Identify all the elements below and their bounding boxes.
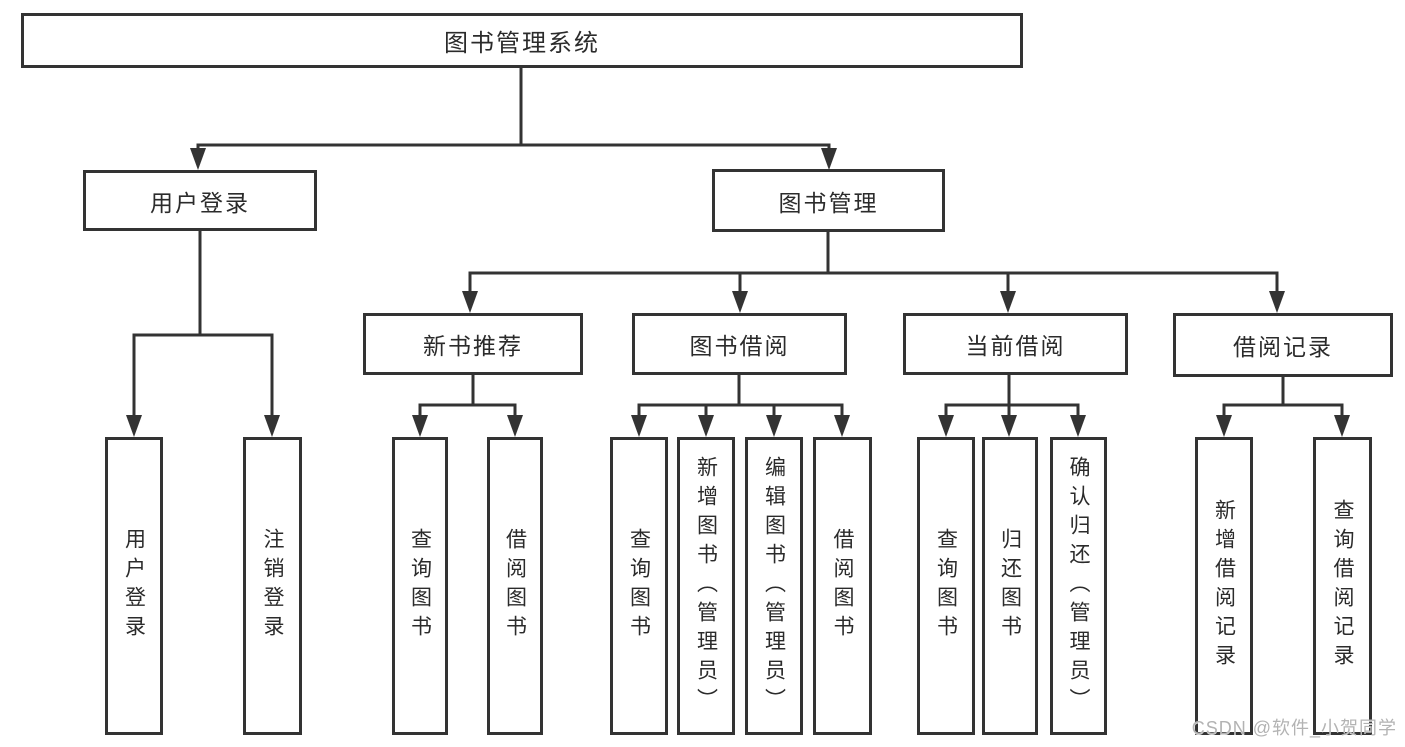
node-logout-leaf: 注销登录 <box>243 437 302 735</box>
node-label: 用户登录 <box>150 189 250 216</box>
node-label: 图书借阅 <box>689 333 790 359</box>
node-return-books: 归还图书 <box>982 437 1038 735</box>
node-label: 归还图书 <box>998 528 1022 644</box>
node-add-borrow-record: 新增借阅记录 <box>1195 437 1253 735</box>
node-label: 新增借阅记录 <box>1212 499 1236 673</box>
node-book-management: 图书管理 <box>712 169 945 232</box>
node-label: 注销登录 <box>261 528 284 644</box>
node-borrow-books-2: 借阅图书 <box>813 437 872 735</box>
node-query-books-3: 查询图书 <box>917 437 975 735</box>
node-add-books-admin: 新增图书（管理员） <box>677 437 735 735</box>
node-query-borrow-record: 查询借阅记录 <box>1313 437 1372 735</box>
node-borrow-books-1: 借阅图书 <box>487 437 543 735</box>
node-new-book-recommend: 新书推荐 <box>363 313 583 375</box>
node-label: 用户登录 <box>122 528 146 644</box>
node-root: 图书管理系统 <box>21 13 1023 68</box>
node-label: 图书管理系统 <box>444 30 600 57</box>
node-label: 当前借阅 <box>965 333 1066 359</box>
node-label: 编辑图书（管理员） <box>762 455 786 717</box>
node-confirm-return-admin: 确认归还（管理员） <box>1050 437 1107 735</box>
node-label: 图书管理 <box>778 189 879 216</box>
node-borrowing-records: 借阅记录 <box>1173 313 1393 377</box>
node-current-borrowing: 当前借阅 <box>903 313 1128 375</box>
node-label: 查询图书 <box>934 528 958 644</box>
node-user-login: 用户登录 <box>83 170 317 231</box>
node-user-login-leaf: 用户登录 <box>105 437 163 735</box>
node-label: 新增图书（管理员） <box>694 455 718 717</box>
node-query-books-1: 查询图书 <box>392 437 448 735</box>
node-label: 借阅图书 <box>831 528 854 644</box>
node-book-borrowing: 图书借阅 <box>632 313 847 375</box>
node-label: 借阅图书 <box>503 528 527 644</box>
watermark: CSDN @软件_小贺同学 <box>1191 718 1397 738</box>
node-label: 查询借阅记录 <box>1331 499 1354 673</box>
node-label: 查询图书 <box>627 528 651 644</box>
node-query-books-2: 查询图书 <box>610 437 668 735</box>
node-edit-books-admin: 编辑图书（管理员） <box>745 437 803 735</box>
node-label: 确认归还（管理员） <box>1067 455 1090 717</box>
node-label: 借阅记录 <box>1233 334 1333 360</box>
node-label: 查询图书 <box>408 528 432 644</box>
node-label: 新书推荐 <box>423 333 523 359</box>
